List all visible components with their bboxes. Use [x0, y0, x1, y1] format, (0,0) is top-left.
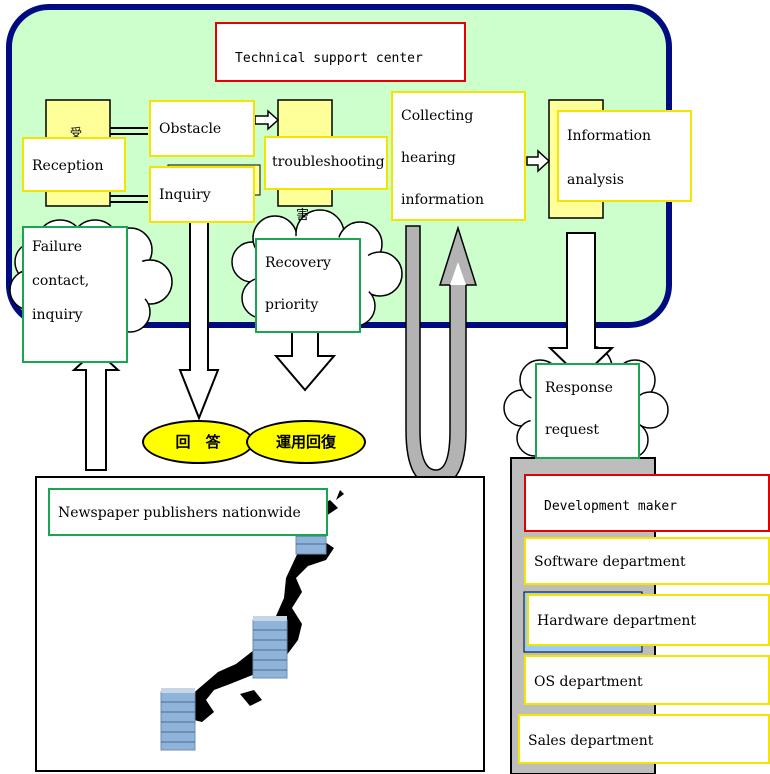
troubleshooting-label: troubleshooting: [264, 136, 388, 190]
arrow-to-analysis: [526, 149, 551, 173]
recovery-priority-label: Recovery priority: [255, 238, 361, 333]
reception-block-char: 受: [70, 126, 83, 140]
arrow-to-troubleshooting: [254, 109, 280, 131]
inquiry-label: Inquiry: [149, 166, 255, 223]
arrow-inquiry-down: [178, 196, 220, 421]
analysis-label: Information analysis: [557, 110, 692, 202]
japan-map: [178, 540, 334, 722]
maker-title: Development maker: [524, 474, 770, 532]
obstacle-label: Obstacle: [149, 100, 255, 157]
os-department: OS department: [524, 655, 770, 705]
support-center-title: Technical support center: [215, 22, 466, 82]
sales-department: Sales department: [518, 714, 770, 764]
hardware-department: Hardware department: [527, 594, 770, 646]
failure-contact-label: Failure contact, inquiry: [22, 226, 128, 363]
recovery-oval: 運用回復: [246, 420, 366, 464]
reception-label: Reception: [22, 137, 126, 192]
publishers-title: Newspaper publishers nationwide: [48, 488, 328, 536]
arrow-failure-up: [71, 348, 121, 471]
answer-oval: 回 答: [142, 420, 254, 464]
building-west: [160, 688, 196, 751]
software-department: Software department: [524, 537, 770, 585]
collecting-label: Collecting hearing information: [391, 91, 526, 221]
response-request-label: Response request: [535, 363, 640, 459]
building-center: [252, 616, 288, 679]
